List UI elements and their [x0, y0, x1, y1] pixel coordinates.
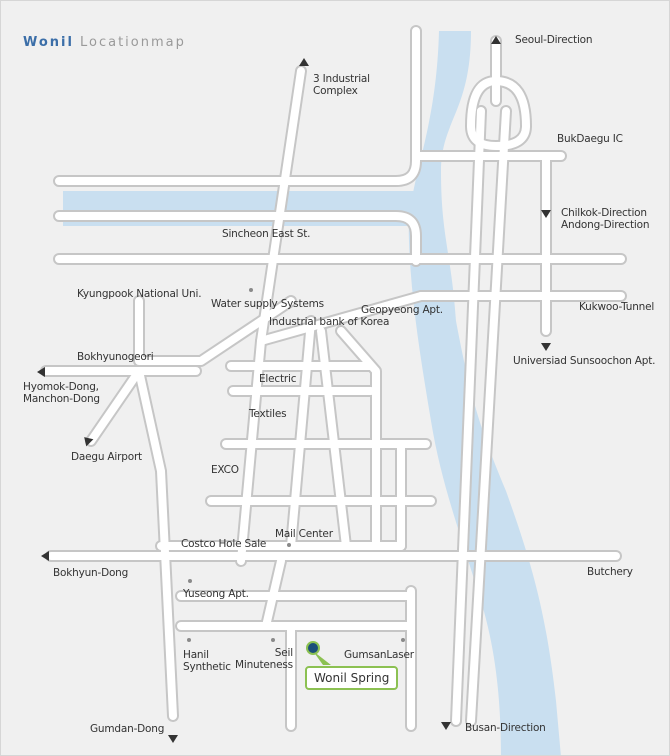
label-hanil-synthetic: Hanil Synthetic [183, 649, 231, 673]
landmark-dot-icon [401, 638, 405, 642]
landmark-dot-icon [271, 638, 275, 642]
label-bokhyun-dong: Bokhyun-Dong [53, 567, 129, 579]
direction-arrow-icon [491, 36, 501, 44]
label-yuseong-apt: Yuseong Apt. [183, 588, 249, 600]
label-electric: Electric [259, 373, 297, 385]
label-industrial-bank: Industrial bank of Korea [269, 316, 390, 328]
label-bokhyunogeori: Bokhyunogeori [77, 351, 154, 363]
direction-arrow-icon [299, 58, 309, 66]
direction-arrow-icon [541, 210, 551, 218]
label-daegu-airport: Daegu Airport [71, 451, 142, 463]
direction-arrow-icon [541, 343, 551, 351]
landmark-dot-icon [188, 579, 192, 583]
map-title: Wonil Locationmap [23, 35, 186, 50]
map-subtitle: Locationmap [79, 35, 186, 50]
location-marker-icon [306, 641, 320, 655]
label-seoul-direction: Seoul-Direction [515, 34, 593, 46]
river [408, 31, 561, 755]
label-bukdaegu-ic: BukDaegu IC [557, 133, 623, 145]
destination-callout: Wonil Spring [305, 666, 399, 690]
direction-arrow-icon [168, 735, 178, 743]
label-busan-direction: Busan-Direction [465, 722, 546, 734]
label-textiles: Textiles [249, 408, 287, 420]
roads-fill [42, 27, 625, 730]
landmark-dot-icon [287, 543, 291, 547]
landmark-dot-icon [187, 638, 191, 642]
label-gumsan-laser: GumsanLaser [344, 649, 414, 661]
company-name: Wonil [23, 35, 74, 50]
label-butchery: Butchery [587, 566, 633, 578]
label-hyomok-manchon: Hyomok-Dong, Manchon-Dong [23, 381, 100, 405]
label-mail-center: Mail Center [275, 528, 333, 540]
label-chilkok-andong: Chilkok-Direction Andong-Direction [561, 207, 650, 231]
direction-arrow-icon [441, 722, 451, 730]
label-universiad: Universiad Sunsoochon Apt. [513, 355, 656, 367]
label-water-supply: Water supply Systems [211, 298, 324, 310]
label-kukwoo-tunnel: Kukwoo-Tunnel [579, 301, 655, 313]
label-exco: EXCO [211, 464, 239, 476]
label-geopyeong-apt: Geopyeong Apt. [361, 304, 443, 316]
direction-arrow-icon [41, 551, 49, 561]
label-industrial-complex: 3 Industrial Complex [313, 73, 370, 97]
label-gumdan-dong: Gumdan-Dong [90, 723, 165, 735]
direction-arrow-icon [37, 367, 45, 377]
label-kyungpook-uni: Kyungpook National Uni. [77, 288, 202, 300]
landmark-dot-icon [249, 288, 253, 292]
label-costco: Costco Hole Sale [181, 538, 267, 550]
label-seil-minuteness: Seil Minuteness [235, 647, 293, 671]
label-sincheon-east: Sincheon East St. [222, 228, 311, 240]
